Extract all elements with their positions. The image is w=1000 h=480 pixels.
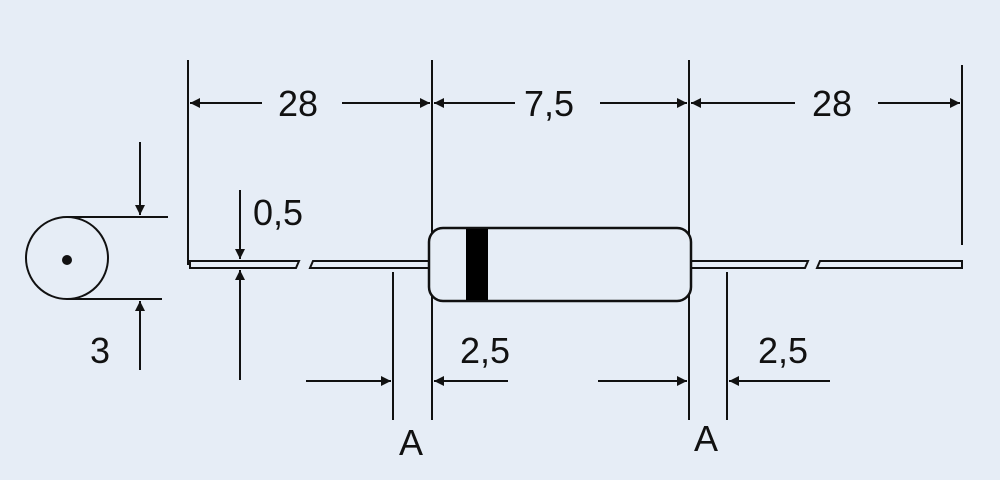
dim-label-lead-diameter: 0,5 bbox=[253, 192, 304, 233]
lead-wire-left-segment-2 bbox=[308, 260, 433, 269]
component-body bbox=[427, 226, 693, 303]
marker-bend-point-left: A bbox=[399, 422, 424, 463]
dim-label-bend-left: 2,5 bbox=[460, 330, 511, 371]
end-view-center-dot bbox=[62, 255, 72, 265]
lead-wire-right-segment-1 bbox=[688, 260, 810, 269]
dim-label-lead-left: 28 bbox=[274, 86, 323, 122]
lead-wire-left-segment-1 bbox=[189, 260, 301, 269]
cathode-band bbox=[466, 229, 488, 300]
dim-label-body-diameter: 3 bbox=[90, 330, 111, 371]
dim-label-bend-right: 2,5 bbox=[758, 330, 809, 371]
dim-label-lead-right: 28 bbox=[808, 86, 857, 122]
lead-wire-right-segment-2 bbox=[815, 260, 963, 269]
dim-label-body-length: 7,5 bbox=[520, 86, 579, 122]
marker-bend-point-right: A bbox=[694, 418, 719, 459]
